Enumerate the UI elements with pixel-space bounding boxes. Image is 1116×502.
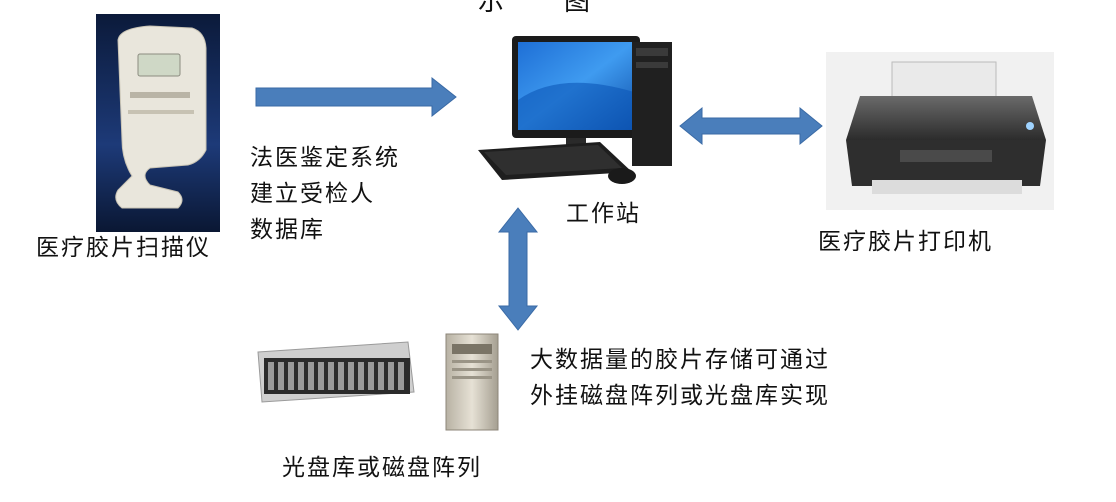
scanner-label: 医疗胶片扫描仪 (36, 235, 211, 261)
printer-label: 医疗胶片打印机 (818, 229, 993, 255)
storage-label: 光盘库或磁盘阵列 (282, 455, 482, 481)
film-printer-icon (826, 52, 1054, 210)
arrow-workstation-printer (679, 106, 823, 146)
storage-note-label: 大数据量的胶片存储可通过 外挂磁盘阵列或光盘库实现 (530, 347, 830, 409)
disk-array-icon (257, 341, 415, 403)
workstation-label: 工作站 (566, 201, 641, 227)
title-partial: 示图 (478, 0, 651, 17)
arrow-scanner-to-workstation (255, 76, 457, 118)
forensic-system-label: 法医鉴定系统 建立受检人 数据库 (250, 145, 400, 243)
film-scanner-icon (96, 14, 220, 232)
arrow-workstation-storage (497, 207, 539, 331)
optical-library-icon (445, 333, 499, 431)
workstation-computer-icon (478, 36, 672, 184)
